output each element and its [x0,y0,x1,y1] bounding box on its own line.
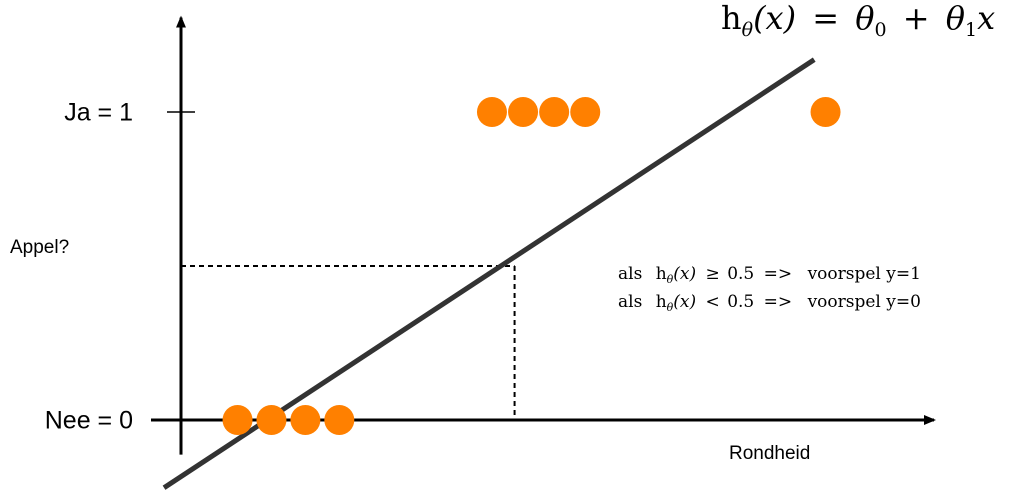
data-point-0 [222,405,253,435]
y-tick-label-ja: Ja = 1 [64,99,133,127]
rule-predict-1: als hθ(x) ≥ 0.5 => voorspel y=1 [618,264,921,286]
x-axis-label: Rondheid [729,443,810,464]
data-point-4 [476,97,507,127]
data-point-7 [570,97,601,127]
y-tick-label-nee: Nee = 0 [45,407,133,435]
data-point-1 [256,405,287,435]
data-point-3 [324,405,355,435]
data-point-5 [508,97,539,127]
data-points [222,97,841,435]
hypothesis-formula: hθ(x) = θ0 + θ1x [721,0,995,44]
y-axis-label: Appel? [10,237,69,258]
data-point-6 [539,97,570,127]
rule-predict-0: als hθ(x) < 0.5 => voorspel y=0 [618,292,921,314]
data-point-2 [290,405,321,435]
data-point-8 [810,97,841,127]
